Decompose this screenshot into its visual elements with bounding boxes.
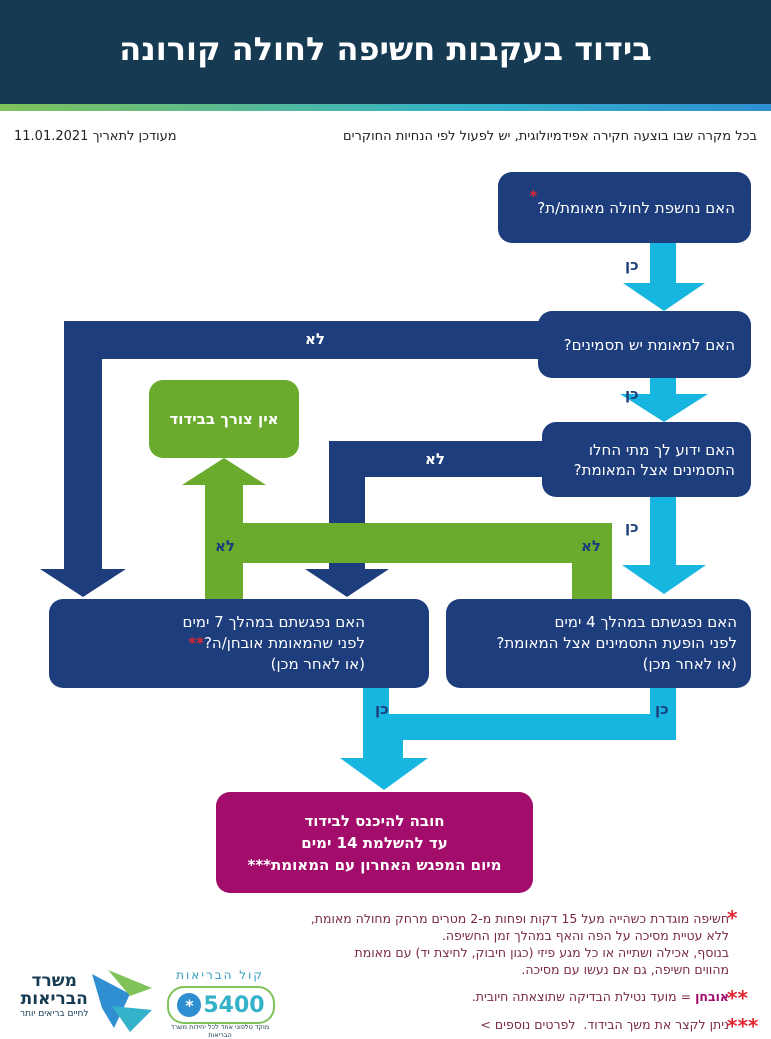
page-title: בידוד בעקבות חשיפה לחולה קורונה xyxy=(119,30,652,68)
yes-merge-horizontal xyxy=(363,714,676,740)
q4-line2: לפני הופעת התסמינים אצל המאומת? xyxy=(496,634,737,652)
yes-arrow-3-shaft xyxy=(650,497,676,565)
note-star-1: * xyxy=(727,906,738,930)
q5-line2: לפני שהמאומת אובחן/ה? xyxy=(203,634,365,652)
q5-line3: (או לאחר מכן) xyxy=(270,655,365,673)
no-arrow-1-vertical xyxy=(64,321,102,569)
question-onset-line2: התסמינים אצל המאומת? xyxy=(573,460,735,479)
q4-line3: (או לאחר מכן) xyxy=(642,655,737,673)
question-met-4-days: האם נפגשתם במהלך 4 ימים לפני הופעת התסמי… xyxy=(446,599,751,688)
result-line3: מיום המפגש האחרון עם המאומת xyxy=(271,855,502,874)
green-no-arrows xyxy=(182,458,612,599)
q4-line1: האם נפגשתם במהלך 4 ימים xyxy=(554,613,738,631)
footnote-2-term: אובחן xyxy=(695,989,729,1004)
question-exposed-text: האם נחשפת לחולה מאומת/ת? xyxy=(537,198,735,217)
yes-arrows xyxy=(340,243,708,790)
footnote-1-line2: ללא עטיית מסיכה על הפה והאף במהלך זמן הח… xyxy=(441,928,729,943)
yes-label-5: כן xyxy=(375,700,389,718)
no-arrow-1-head xyxy=(40,569,126,597)
no-label-2: לא xyxy=(425,450,445,468)
moh-line2: הבריאות xyxy=(20,989,88,1009)
kol-tagline: מוקד טלפוני אחד לכל יחידות משרד הבריאות xyxy=(170,1023,270,1039)
yes-arrow-1-head xyxy=(623,283,705,311)
kol-number-badge: * 5400 xyxy=(167,986,275,1024)
green-head xyxy=(182,458,266,485)
no-isolation-box: אין צורך בבידוד xyxy=(149,380,299,458)
question-symptoms: האם למאומת יש תסמינים? xyxy=(538,311,751,378)
footnote-1-line4: מהווים חשיפה, גם אם נעשו עם מסיכה. xyxy=(521,962,729,977)
footnote-1-line1: חשיפה מוגדרת כשהייה מעל 15 דקות ופחות מ-… xyxy=(310,911,729,926)
kol-star: * xyxy=(177,993,202,1017)
no-label-3: לא xyxy=(581,537,601,555)
yes-label-1: כן xyxy=(625,256,639,274)
instruction-text: בכל מקרה שבו בוצעה חקירה אפידמיולוגית, י… xyxy=(343,129,757,144)
footnote-1-line3: בנוסף, אכילה ושתייה או כל מגע פיזי (כגון… xyxy=(354,945,730,960)
yes-arrow-3-head xyxy=(622,565,706,594)
green-horizontal xyxy=(205,523,612,563)
moh-tagline: לחיים בריאים יותר xyxy=(20,1009,89,1019)
footnote-3-text: ניתן לקצר את משך הבידוד. xyxy=(583,1017,729,1032)
yes-arrow-2-shaft xyxy=(650,378,676,394)
no-arrow-1-horizontal xyxy=(64,321,540,359)
footnote-2-text: = מועד נטילת הבדיקה שתוצאתה חיובית. xyxy=(471,989,696,1004)
question-symptom-onset: האם ידוע לך מתי החלו התסמינים אצל המאומת… xyxy=(542,422,751,497)
footnote-diagnosed: אובחן = מועד נטילת הבדיקה שתוצאתה חיובית… xyxy=(472,988,729,1005)
yes-label-2: כן xyxy=(625,385,639,403)
question-exposed: האם נחשפת לחולה מאומת/ת?* xyxy=(498,172,751,243)
q5-line1: האם נפגשתם במהלך 7 ימים xyxy=(182,613,366,631)
result-line2: עד להשלמת 14 ימים xyxy=(301,833,448,852)
question-met-7-days: האם נפגשתם במהלך 7 ימים לפני שהמאומת אוב… xyxy=(49,599,429,688)
header-bar xyxy=(0,0,771,104)
footnote-star-3: *** xyxy=(247,855,272,874)
footnote-shorten: ניתן לקצר את משך הבידוד. לפרטים נוספים > xyxy=(480,1016,729,1033)
more-details-link[interactable]: לפרטים נוספים > xyxy=(480,1017,576,1032)
moh-line1: משרד xyxy=(31,971,77,991)
no-label-1: לא xyxy=(305,330,325,348)
footnote-exposure: חשיפה מוגדרת כשהייה מעל 15 דקות ופחות מ-… xyxy=(249,910,729,978)
yes-arrow-2-head xyxy=(620,394,708,422)
footnote-star-1: * xyxy=(529,186,538,205)
updated-date: מעודכן לתאריך 11.01.2021 xyxy=(14,129,177,144)
isolation-required-box: חובה להיכנס לבידוד עד להשלמת 14 ימים מיו… xyxy=(216,792,533,893)
no-label-4: לא xyxy=(215,537,235,555)
ministry-of-health-logo: משרד הבריאות לחיים בריאים יותר xyxy=(12,966,162,1036)
kol-habriut-logo: קול הבריאות * 5400 מוקד טלפוני אחד לכל י… xyxy=(165,968,275,1039)
yes-label-3: כן xyxy=(625,518,639,536)
note-star-2: ** xyxy=(727,986,748,1010)
header-accent-line xyxy=(0,104,771,111)
yes-merge-head xyxy=(340,758,428,790)
moh-emblem-icon xyxy=(92,970,152,1032)
question-symptoms-text: האם למאומת יש תסמינים? xyxy=(563,335,735,354)
yes-label-4: כן xyxy=(655,700,669,718)
footnote-star-2: ** xyxy=(188,634,204,652)
yes-arrow-1-shaft xyxy=(650,243,676,283)
kol-title: קול הבריאות xyxy=(176,968,264,982)
question-onset-line1: האם ידוע לך מתי החלו xyxy=(588,440,735,459)
no-isolation-text: אין צורך בבידוד xyxy=(169,410,279,428)
yes-merge-down xyxy=(363,714,403,758)
green-right-rise xyxy=(572,523,612,599)
kol-number: 5400 xyxy=(203,992,265,1018)
result-line1: חובה להיכנס לבידוד xyxy=(304,811,445,830)
green-left-rise xyxy=(205,485,243,599)
note-star-3: *** xyxy=(727,1014,759,1038)
no-arrow-2-head xyxy=(305,569,389,597)
